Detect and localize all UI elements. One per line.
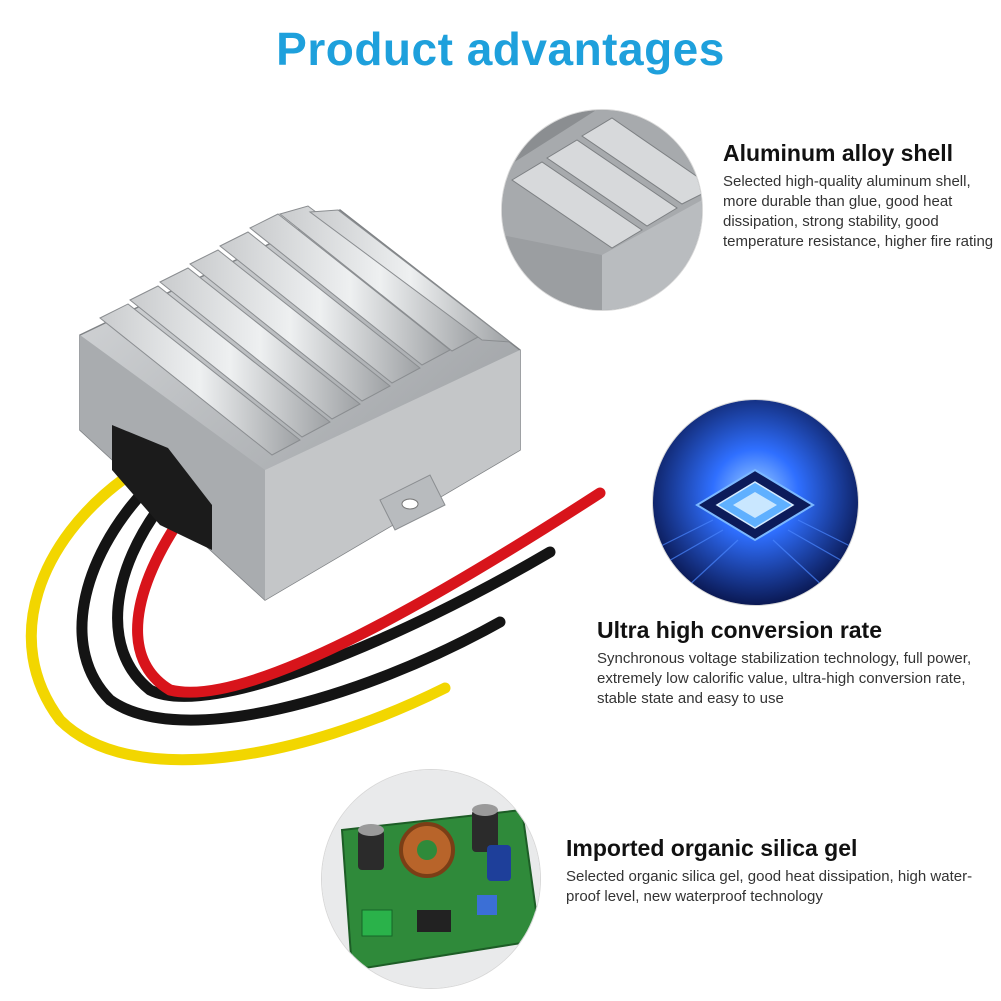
product-image-converter (0, 190, 640, 810)
feature-title-conversion: Ultra high conversion rate (597, 617, 883, 643)
feature-title-aluminum: Aluminum alloy shell (723, 140, 954, 166)
feature-title-silica-gel: Imported organic silica gel (566, 835, 858, 861)
feature-desc-silica-gel: Selected organic silica gel, good heat d… (566, 868, 973, 905)
feature-image-aluminum-heatsink (502, 110, 702, 310)
page-title: Product advantages (276, 23, 725, 75)
feature-image-chip (653, 400, 858, 605)
feature-desc-conversion: Synchronous voltage stabilization techno… (597, 650, 972, 707)
feature-image-circuit-board (322, 770, 540, 988)
feature-desc-aluminum: Selected high-quality aluminum shell, mo… (723, 173, 994, 250)
